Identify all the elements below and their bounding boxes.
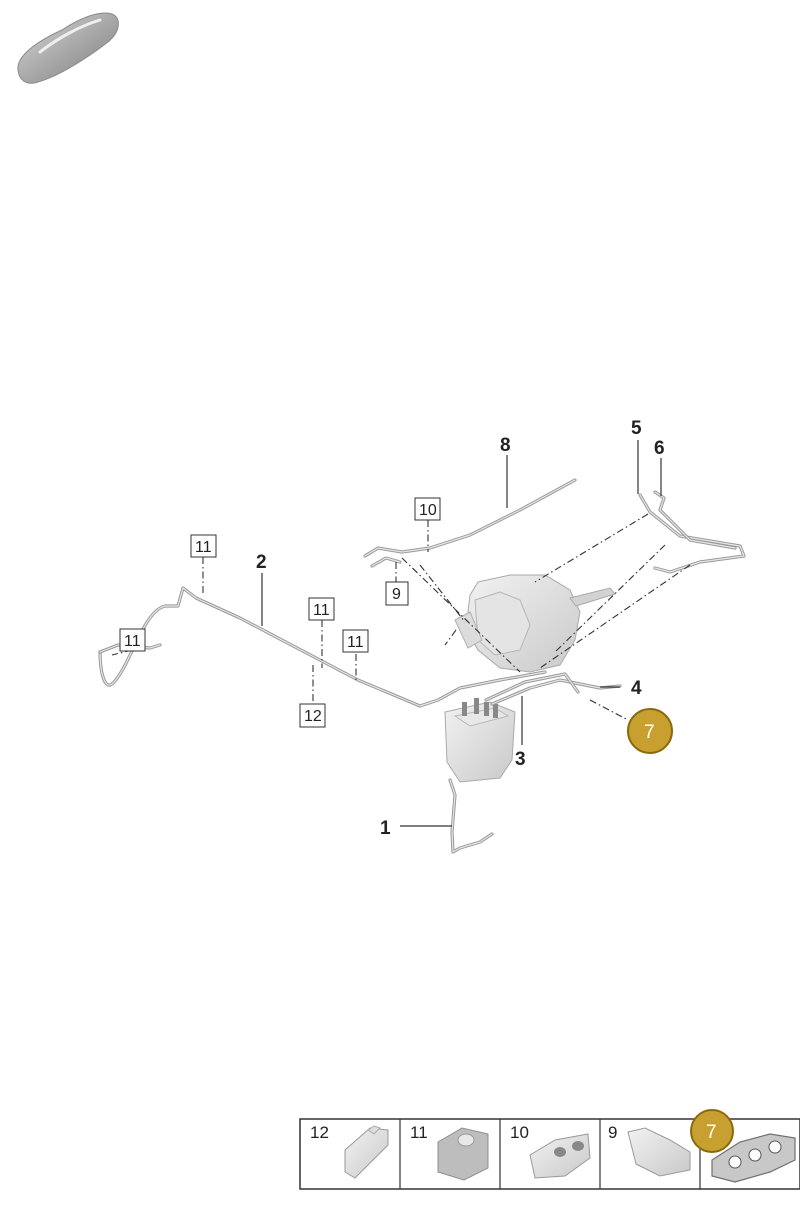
parts-legend: 12 11 10 9 7 [299, 1109, 800, 1190]
svg-text:11: 11 [124, 633, 141, 650]
brake-booster-unit [454, 574, 616, 673]
callout-8: 8 [500, 435, 511, 456]
boxed-label-9: 9 [385, 581, 409, 606]
boxed-label-11-left: 11 [119, 628, 146, 652]
callout-5: 5 [631, 418, 642, 439]
svg-text:11: 11 [410, 1123, 428, 1142]
boxed-label-10: 10 [414, 497, 441, 521]
svg-text:10: 10 [419, 502, 437, 519]
svg-text:11: 11 [347, 634, 364, 651]
callout-1: 1 [380, 818, 391, 839]
leader-lines [261, 440, 662, 827]
svg-text:9: 9 [608, 1123, 617, 1142]
vehicle-thumbnail-icon [17, 12, 119, 84]
legend-cell-10[interactable]: 10 [510, 1123, 591, 1179]
hydraulic-unit [444, 698, 516, 783]
construction-lines [111, 513, 691, 721]
svg-text:7: 7 [644, 722, 655, 743]
svg-text:11: 11 [195, 539, 212, 556]
callout-4: 4 [631, 678, 642, 699]
callout-6: 6 [654, 438, 665, 459]
svg-text:11: 11 [313, 602, 330, 619]
svg-text:12: 12 [304, 708, 322, 725]
svg-text:10: 10 [510, 1123, 529, 1142]
boxed-label-11-top: 11 [190, 534, 217, 558]
svg-text:12: 12 [310, 1123, 329, 1142]
svg-text:7: 7 [706, 1122, 717, 1143]
boxed-label-11-middle: 11 [308, 597, 335, 621]
legend-cell-7[interactable]: 7 [690, 1109, 796, 1183]
legend-badge-7 [690, 1109, 734, 1153]
brake-lines [98, 478, 746, 854]
legend-cell-12[interactable]: 12 [310, 1123, 389, 1179]
svg-text:9: 9 [392, 586, 401, 603]
part-7-badge[interactable]: 7 [627, 708, 673, 754]
callout-3: 3 [515, 749, 526, 770]
boxed-label-11-right: 11 [342, 629, 369, 653]
callout-2: 2 [256, 552, 267, 573]
legend-cell-9[interactable]: 9 [608, 1123, 691, 1177]
legend-cell-11[interactable]: 11 [410, 1123, 489, 1181]
boxed-label-12: 12 [299, 703, 326, 728]
